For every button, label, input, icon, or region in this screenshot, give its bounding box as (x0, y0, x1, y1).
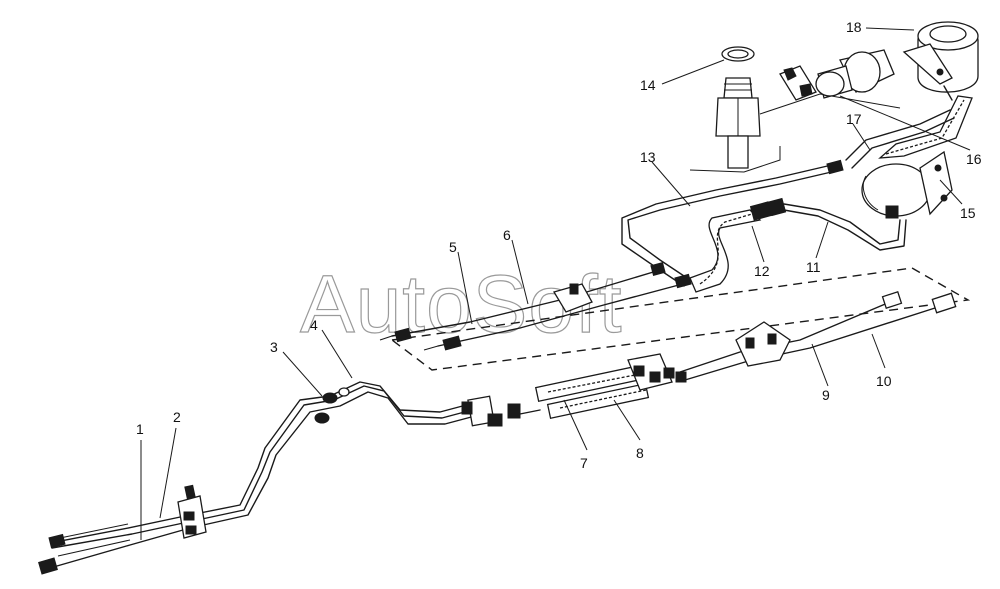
callout-18: 18 (846, 19, 862, 35)
hose-12 (689, 197, 787, 293)
fittings-3-4 (314, 387, 350, 424)
callout-12: 12 (754, 263, 770, 279)
callout-11: 11 (806, 259, 821, 275)
callouts: 1 2 3 4 5 6 7 8 9 10 11 12 13 14 15 16 1… (136, 19, 982, 471)
callout-2: 2 (173, 409, 181, 425)
line-11 (783, 203, 907, 251)
callout-8: 8 (636, 445, 644, 461)
callout-9: 9 (822, 387, 830, 403)
callout-3: 3 (270, 339, 278, 355)
front-fittings (38, 523, 131, 575)
callout-7: 7 (580, 455, 588, 471)
callout-10: 10 (876, 373, 892, 389)
master-cylinder-group (689, 21, 979, 219)
front-clip (177, 484, 207, 539)
tube-pair-1-2 (49, 381, 476, 569)
leader-lines (140, 27, 971, 540)
rear-lines-9-10 (679, 291, 957, 381)
callout-13: 13 (640, 149, 656, 165)
hoses-7-8 (534, 363, 650, 420)
callout-15: 15 (960, 205, 976, 221)
line-13 (621, 159, 844, 287)
sensor-14 (715, 46, 761, 169)
callout-1: 1 (136, 421, 144, 437)
middle-junction (461, 395, 541, 427)
callout-14: 14 (640, 77, 656, 93)
callout-17: 17 (846, 111, 862, 127)
dashed-outline (390, 267, 971, 371)
callout-4: 4 (310, 317, 318, 333)
callout-6: 6 (503, 227, 511, 243)
callout-16: 16 (966, 151, 982, 167)
rear-junction (627, 353, 687, 391)
callout-5: 5 (449, 239, 457, 255)
